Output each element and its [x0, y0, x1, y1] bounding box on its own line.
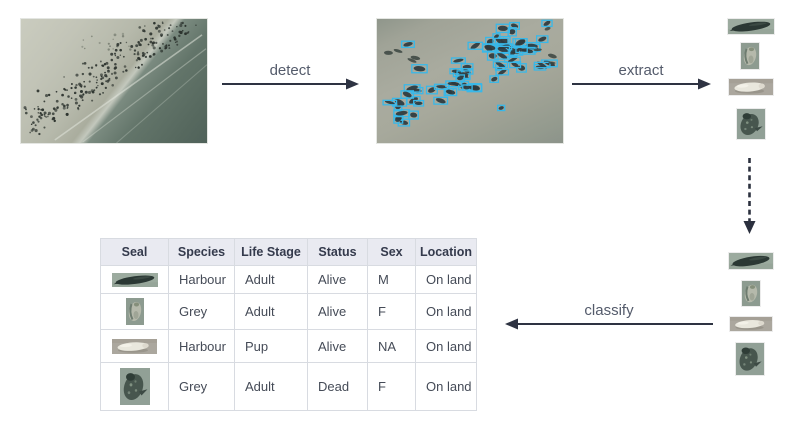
seal-crop-dark — [727, 18, 775, 35]
table-row: Harbour Adult Alive M On land — [100, 265, 477, 294]
life-stage-cell: Adult — [234, 265, 308, 294]
seal-crop-dark — [728, 252, 774, 270]
sex-cell: F — [367, 293, 416, 330]
col-header-sex: Sex — [367, 238, 416, 266]
species-cell: Grey — [168, 293, 235, 330]
extract-arrow — [572, 78, 711, 90]
detection-boxes — [382, 19, 558, 127]
col-header-life-stage: Life Stage — [234, 238, 308, 266]
classify-label: classify — [584, 302, 634, 319]
col-header-seal: Seal — [100, 238, 169, 266]
life-stage-cell: Adult — [234, 293, 308, 330]
seal-thumbnail — [100, 265, 169, 294]
status-cell: Alive — [307, 329, 368, 363]
seal-crop-white-pup — [729, 316, 773, 332]
results-table: Seal Species Life Stage Status Sex Locat… — [100, 238, 477, 411]
detect-arrow — [222, 78, 359, 90]
species-cell: Grey — [168, 362, 235, 411]
col-header-location: Location — [415, 238, 477, 266]
table-row: Harbour Pup Alive NA On land — [100, 329, 477, 363]
detections-photo — [376, 18, 564, 144]
sex-cell: NA — [367, 329, 416, 363]
location-cell: On land — [415, 329, 477, 363]
seal-crop-mottled — [735, 342, 765, 376]
status-cell: Alive — [307, 293, 368, 330]
seal-crop-white-pup — [728, 78, 774, 96]
location-cell: On land — [415, 293, 477, 330]
species-cell: Harbour — [168, 329, 235, 363]
status-cell: Dead — [307, 362, 368, 411]
life-stage-cell: Pup — [234, 329, 308, 363]
seal-crop-grey — [740, 42, 760, 70]
location-cell: On land — [415, 362, 477, 411]
sex-cell: F — [367, 362, 416, 411]
extract-label: extract — [618, 62, 664, 79]
col-header-species: Species — [168, 238, 235, 266]
classify-arrow — [505, 318, 713, 330]
seal-thumbnail — [100, 329, 169, 363]
life-stage-cell: Adult — [234, 362, 308, 411]
status-cell: Alive — [307, 265, 368, 294]
seal-thumbnail — [100, 362, 169, 411]
seal-crop-mottled — [736, 108, 766, 140]
table-row: Grey Adult Dead F On land — [100, 362, 477, 411]
detect-label: detect — [269, 62, 311, 79]
seal-thumbnail — [100, 293, 169, 330]
col-header-status: Status — [307, 238, 368, 266]
seal-colony-dots — [23, 21, 207, 143]
species-cell: Harbour — [168, 265, 235, 294]
location-cell: On land — [415, 265, 477, 294]
seal-crop-grey — [741, 280, 761, 307]
table-header-row: Seal Species Life Stage Status Sex Locat… — [100, 238, 477, 266]
aerial-photo — [20, 18, 208, 144]
sex-cell: M — [367, 265, 416, 294]
dashed-down-arrow — [743, 158, 756, 234]
table-row: Grey Adult Alive F On land — [100, 293, 477, 330]
